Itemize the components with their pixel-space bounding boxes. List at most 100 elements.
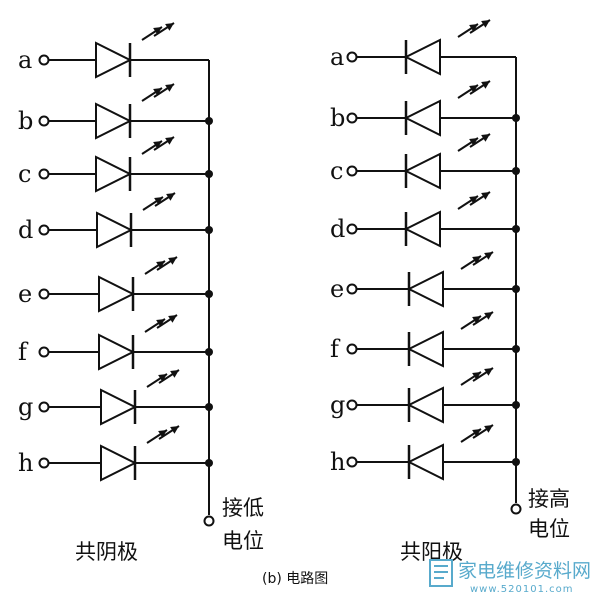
- arrow-head: [165, 137, 174, 145]
- arrow-head: [472, 372, 481, 380]
- light-emission-arrows-icon: [144, 256, 178, 275]
- diode-triangle: [100, 388, 138, 426]
- pin-label-b: b: [18, 107, 33, 135]
- diode-triangle: [100, 444, 138, 482]
- pin-label-f: f: [330, 335, 341, 363]
- figure-caption: (b) 电路图: [262, 571, 328, 587]
- diode-triangle: [98, 275, 136, 313]
- light-emission-arrows-icon: [142, 192, 176, 211]
- diode-triangle: [403, 152, 441, 190]
- led-row-g: g: [18, 369, 213, 426]
- light-emission-arrows-icon: [141, 22, 175, 41]
- pin-terminal-h: [38, 457, 50, 469]
- pin-label-e: e: [18, 280, 32, 308]
- led-row-d: d: [18, 192, 213, 249]
- led-row-b: b: [330, 80, 520, 137]
- led-diode-symbol: [403, 99, 441, 137]
- junction-dot: [512, 225, 520, 233]
- diode-triangle: [406, 330, 444, 368]
- terminal-label-line2: 电位: [222, 529, 264, 553]
- pin-label-a: a: [18, 46, 32, 74]
- led-diode-symbol: [403, 210, 441, 248]
- arrow-head: [484, 252, 493, 260]
- diode-triangle: [95, 155, 133, 193]
- light-emission-arrows-icon: [457, 133, 491, 152]
- watermark-logo-icon: [429, 559, 453, 587]
- junction-dot: [205, 170, 213, 178]
- led-row-d: d: [330, 191, 520, 248]
- pin-label-c: c: [18, 160, 31, 188]
- junction-dot: [205, 290, 213, 298]
- junction-dot: [512, 401, 520, 409]
- arrow-head: [165, 23, 174, 31]
- pin-terminal-f: [38, 346, 50, 358]
- pin-label-g: g: [330, 391, 345, 419]
- light-emission-arrows-icon: [460, 367, 494, 386]
- arrow-head: [481, 192, 490, 200]
- led-diode-symbol: [403, 38, 441, 76]
- pin-terminal-a: [38, 54, 50, 66]
- led-diode-symbol: [406, 443, 444, 481]
- led-diode-symbol: [98, 333, 136, 371]
- arrow-head: [472, 256, 481, 264]
- watermark-text: 家电维修资料网: [458, 560, 591, 582]
- diode-triangle: [406, 443, 444, 481]
- pin-terminal-c: [346, 165, 358, 177]
- led-diode-symbol: [95, 155, 133, 193]
- led-diode-symbol: [95, 102, 133, 140]
- pin-terminal-f: [346, 343, 358, 355]
- led-row-g: g: [330, 367, 520, 424]
- arrow-head: [481, 20, 490, 28]
- pin-label-d: d: [18, 216, 33, 244]
- led-row-f: f: [330, 311, 520, 368]
- arrow-head: [168, 257, 177, 265]
- arrow-head: [153, 141, 162, 149]
- arrow-head: [469, 85, 478, 93]
- arrow-head: [158, 430, 167, 438]
- arrow-head: [168, 315, 177, 323]
- junction-dot: [205, 459, 213, 467]
- arrow-head: [158, 374, 167, 382]
- light-emission-arrows-icon: [457, 191, 491, 210]
- arrow-head: [154, 197, 163, 205]
- light-emission-arrows-icon: [457, 19, 491, 38]
- junction-dot: [512, 114, 520, 122]
- arrow-head: [170, 426, 179, 434]
- light-emission-arrows-icon: [141, 136, 175, 155]
- pin-terminal-a: [346, 51, 358, 63]
- arrow-head: [166, 193, 175, 201]
- pin-label-b: b: [330, 104, 345, 132]
- arrow-head: [469, 24, 478, 32]
- led-row-h: h: [18, 425, 213, 482]
- led-row-c: c: [330, 133, 520, 190]
- led-diode-symbol: [98, 275, 136, 313]
- diode-triangle: [403, 38, 441, 76]
- pin-label-c: c: [330, 157, 343, 185]
- diode-triangle: [95, 41, 133, 79]
- arrow-head: [156, 261, 165, 269]
- light-emission-arrows-icon: [460, 424, 494, 443]
- diode-triangle: [403, 210, 441, 248]
- pin-terminal-g: [38, 401, 50, 413]
- junction-dot: [205, 117, 213, 125]
- led-row-h: h: [330, 424, 520, 481]
- watermark: 家电维修资料网 www.520101.com: [429, 559, 591, 595]
- led-row-e: e: [18, 256, 213, 313]
- pin-terminal-d: [346, 223, 358, 235]
- arrow-head: [481, 81, 490, 89]
- light-emission-arrows-icon: [460, 311, 494, 330]
- terminal-label-line2: 电位: [528, 517, 570, 541]
- common-cathode-label: 共阴极: [75, 540, 138, 564]
- light-emission-arrows-icon: [457, 80, 491, 99]
- arrow-head: [170, 370, 179, 378]
- arrow-head: [156, 319, 165, 327]
- diode-triangle: [96, 211, 134, 249]
- pin-terminal-e: [38, 288, 50, 300]
- watermark-url: www.520101.com: [470, 584, 574, 595]
- diode-triangle: [406, 386, 444, 424]
- arrow-head: [484, 368, 493, 376]
- terminal-label-line1: 接高: [528, 487, 570, 511]
- junction-dot: [205, 403, 213, 411]
- junction-dot: [512, 458, 520, 466]
- arrow-head: [153, 88, 162, 96]
